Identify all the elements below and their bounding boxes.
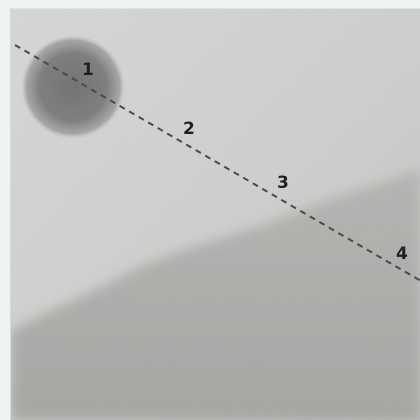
grayscale-photo — [10, 8, 420, 420]
marker-label-1: 1 — [82, 62, 94, 79]
marker-label-2: 2 — [183, 121, 195, 138]
marker-label-4: 4 — [396, 246, 408, 263]
photo-canvas — [11, 9, 420, 420]
dark-spot — [21, 35, 125, 139]
marker-label-3: 3 — [277, 175, 289, 192]
